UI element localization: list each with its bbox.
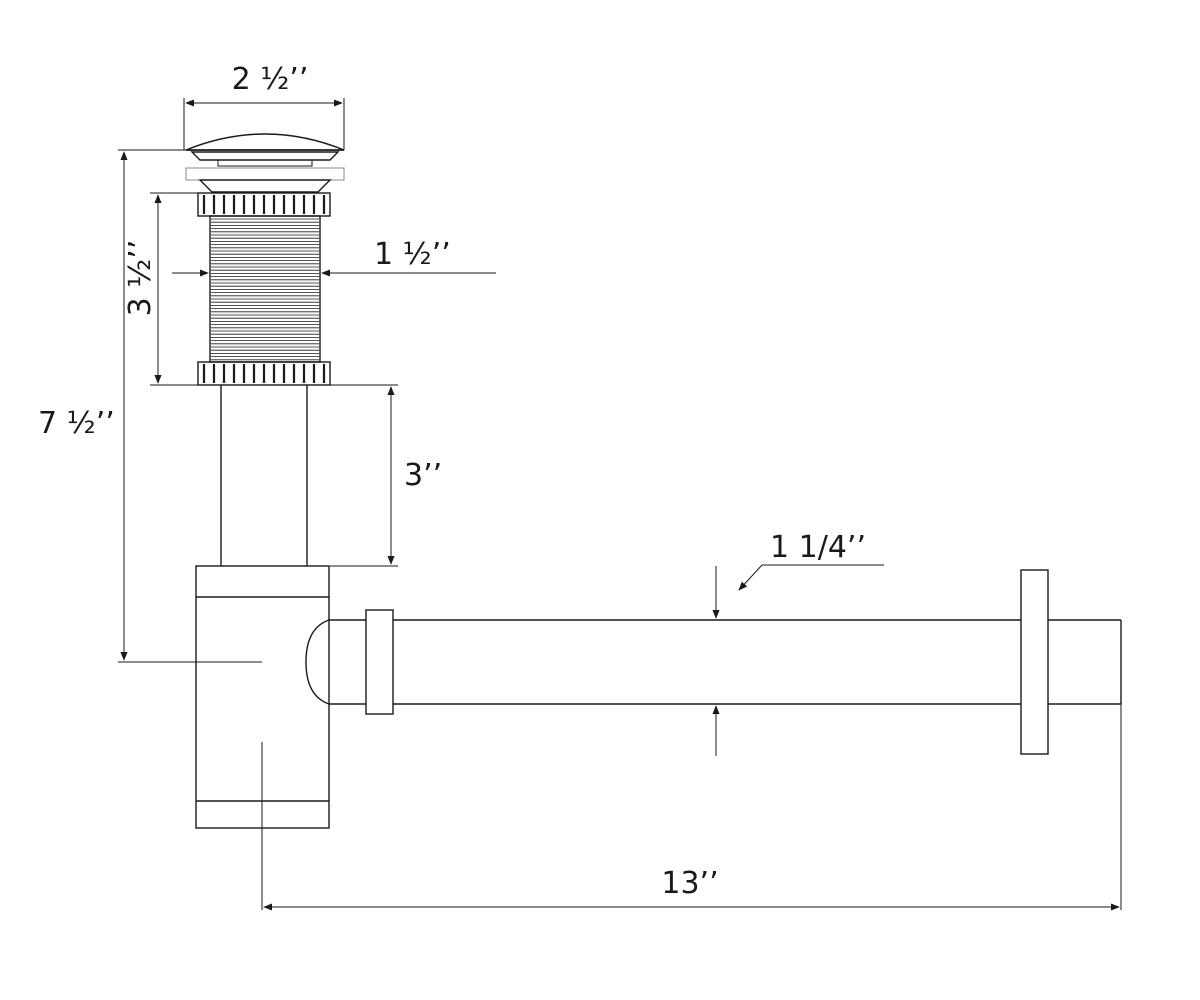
overall-depth-label: 13’’: [661, 866, 718, 901]
dimension-overall-height: 7 ½’’: [38, 149, 262, 663]
tailpiece-length-label: 3’’: [404, 458, 442, 493]
lower-nut: [197, 361, 331, 386]
dimension-top-width: 2 ½’’: [183, 62, 345, 150]
dimension-tailpiece-length: 3’’: [330, 384, 442, 567]
tailpiece: [220, 385, 308, 566]
dimension-overall-depth: 13’’: [261, 704, 1122, 911]
overall-height-label: 7 ½’’: [38, 406, 115, 441]
thread-diameter-label: 1 ½’’: [374, 237, 451, 272]
upper-nut: [197, 192, 331, 217]
drain-cap: [185, 133, 345, 193]
top-width-label: 2 ½’’: [232, 62, 309, 97]
pipe-diameter-label: 1 1/4’’: [770, 530, 866, 565]
dimension-thread-length: 3 ½’’: [123, 192, 198, 386]
thread-length-label: 3 ½’’: [123, 240, 158, 317]
dimension-thread-diameter: 1 ½’’: [172, 237, 496, 277]
dimension-pipe-diameter: 1 1/4’’: [712, 530, 884, 756]
threaded-body: [209, 215, 321, 363]
outlet-pipe: [329, 569, 1122, 755]
